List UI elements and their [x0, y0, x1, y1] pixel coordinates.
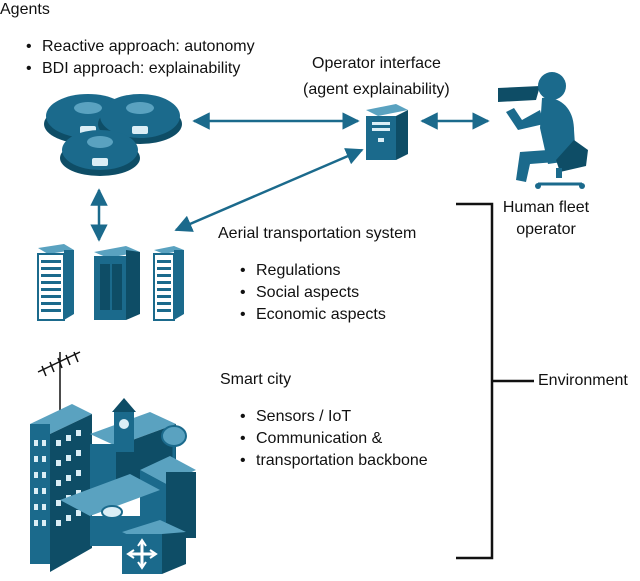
operator-interface-subtitle: (agent explainability): [303, 81, 450, 98]
aerial-bullet: Regulations: [238, 260, 386, 282]
clock-tower-icon: [112, 398, 136, 452]
server-racks-icon: [37, 244, 184, 321]
agents-icon: [44, 94, 182, 176]
environment-label: Environment: [538, 372, 628, 389]
smart-city-title: Smart city: [220, 371, 292, 388]
smart-city-icon: [30, 351, 196, 574]
aerial-title: Aerial transportation system: [218, 225, 417, 242]
smart-city-bullet-continuation-text: transportation backbone: [256, 452, 428, 469]
connection-arrows: [90, 112, 490, 242]
environment-bracket: [456, 202, 534, 560]
agents-title: Agents: [0, 1, 50, 18]
smart-city-bullet: Communication &: [238, 428, 428, 450]
server-icon: [366, 104, 408, 160]
aerial-bullet: Social aspects: [238, 282, 386, 304]
agents-bullet: Reactive approach: autonomy: [24, 36, 255, 58]
smart-city-bullets: Sensors / IoT Communication & transporta…: [238, 406, 428, 472]
aerial-bullets: Regulations Social aspects Economic aspe…: [238, 260, 386, 326]
human-operator-label-line1: Human fleet: [502, 199, 590, 216]
agents-bullets: Reactive approach: autonomy BDI approach…: [24, 36, 255, 80]
router-icon: [122, 520, 186, 574]
antenna-icon: [37, 351, 81, 420]
satellite-dish-icon: [161, 425, 187, 460]
aerial-bullet: Economic aspects: [238, 304, 386, 326]
smart-city-bullet-continuation: transportation backbone: [238, 450, 428, 472]
human-operator-label-line2: operator: [516, 221, 576, 238]
operator-interface-title: Operator interface: [312, 55, 441, 72]
arrow-racks-interface: [174, 148, 364, 232]
human-operator-icon: [498, 72, 588, 189]
agents-bullet: BDI approach: explainability: [24, 58, 255, 80]
smart-city-bullet: Sensors / IoT: [238, 406, 428, 428]
